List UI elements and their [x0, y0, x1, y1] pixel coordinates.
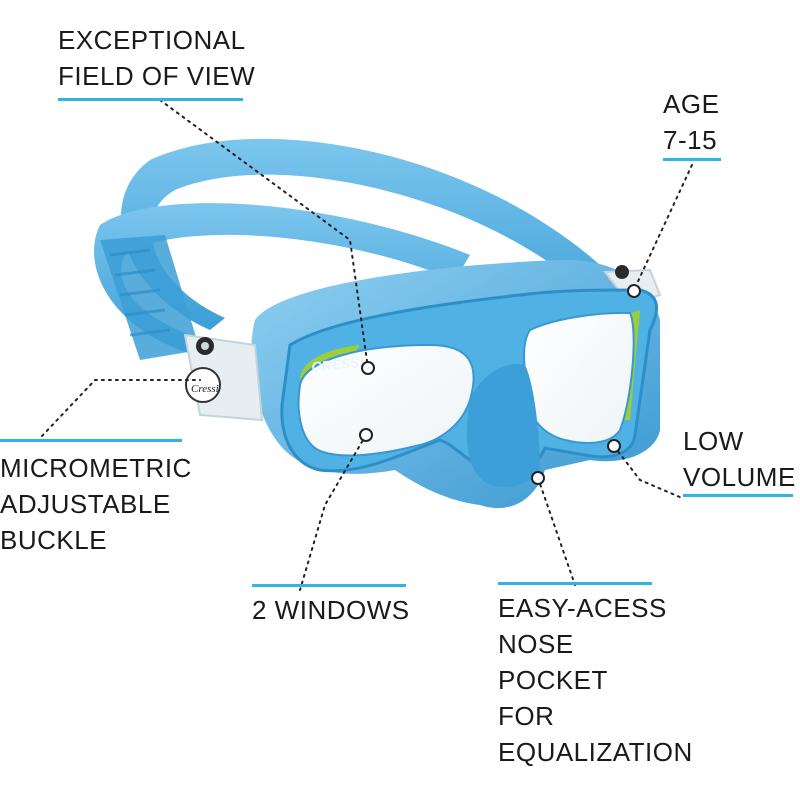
callout-point-low-volume — [607, 439, 621, 453]
callout-age: AGE 7-15 — [663, 89, 720, 155]
strap — [94, 138, 600, 360]
buckle-logo: Cressi — [191, 383, 219, 395]
left-lens — [297, 343, 475, 457]
callout-buckle: MICROMETRIC ADJUSTABLE BUCKLE — [0, 453, 192, 555]
underline-low-volume — [683, 494, 793, 497]
strap-logo: Cressi — [320, 276, 378, 307]
underline-field-of-view — [58, 98, 243, 101]
callout-point-windows — [359, 428, 373, 442]
callout-line-windows — [299, 434, 367, 591]
callout-low-volume: LOW VOLUME — [683, 426, 796, 492]
callout-line-nose-pocket — [537, 477, 576, 586]
callout-windows: 2 WINDOWS — [252, 595, 410, 625]
callout-line-field-of-view — [159, 99, 369, 369]
nose-pocket — [466, 364, 540, 487]
callout-nose-pocket: EASY-ACESS NOSE POCKET FOR EQUALIZATION — [498, 593, 693, 767]
callout-line-age — [633, 164, 693, 291]
underline-age — [663, 158, 721, 161]
callout-line-low-volume — [613, 445, 683, 499]
callout-point-nose-pocket — [531, 471, 545, 485]
callout-point-field-of-view — [361, 361, 375, 375]
callout-line-buckle — [41, 379, 201, 437]
callout-point-age — [627, 284, 641, 298]
underline-nose-pocket — [498, 582, 652, 585]
callout-field-of-view: EXCEPTIONAL FIELD OF VIEW — [58, 25, 256, 91]
left-buckle — [183, 333, 264, 422]
right-lens — [523, 311, 635, 444]
frame-logo: CRESSI — [311, 354, 366, 375]
underline-windows — [252, 584, 406, 587]
underline-buckle — [0, 439, 182, 442]
